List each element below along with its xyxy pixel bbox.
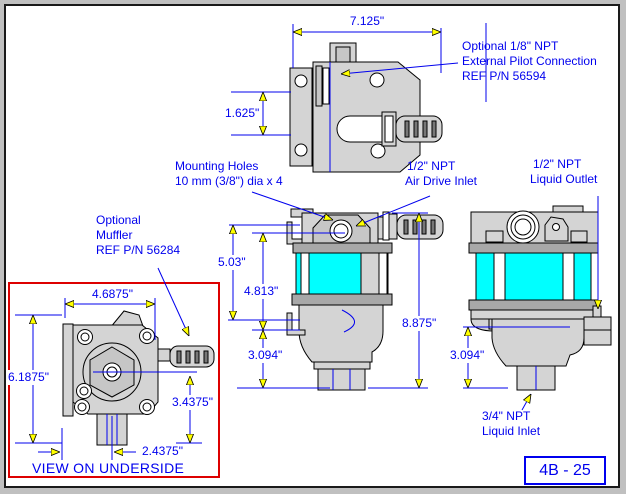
front-view-drawing bbox=[286, 208, 444, 391]
mounting-hole bbox=[294, 74, 308, 88]
liquid-inlet-hex bbox=[317, 368, 366, 391]
air-inlet-label-line2: Air Drive Inlet bbox=[405, 174, 478, 188]
tie-rod bbox=[378, 252, 388, 295]
mounting-flange bbox=[289, 67, 313, 167]
dim-top-height: 1.625" bbox=[224, 106, 261, 121]
tie-rod bbox=[493, 252, 506, 301]
muffler-note-line1: Optional bbox=[96, 213, 141, 227]
air-inlet-label-line1: 1/2" NPT bbox=[407, 159, 456, 173]
liquid-outlet-label-line2: Liquid Outlet bbox=[530, 172, 598, 186]
pilot-connection-port bbox=[315, 65, 323, 107]
liquid-outlet-port bbox=[583, 316, 612, 331]
dim-front-upper: 5.03" bbox=[217, 255, 247, 270]
tie-rod bbox=[562, 252, 575, 301]
dim-top-width: 7.125" bbox=[349, 14, 385, 28]
pilot-note-line3: REF P/N 56594 bbox=[462, 69, 547, 83]
dim-front-lower: 3.094" bbox=[247, 348, 284, 363]
underside-caption: VIEW ON UNDERSIDE bbox=[32, 460, 185, 476]
pump-lower-body bbox=[298, 304, 384, 363]
liquid-outlet-label-line1: 1/2" NPT bbox=[533, 157, 582, 171]
top-view-drawing bbox=[289, 42, 443, 173]
bolt-hole bbox=[370, 143, 386, 159]
muffler-note-line2: Muffler bbox=[96, 228, 133, 242]
pilot-note-line1: Optional 1/8" NPT bbox=[462, 39, 559, 53]
tie-rod bbox=[300, 252, 310, 295]
mounting-holes-leader bbox=[251, 191, 333, 220]
liquid-inlet-label-line2: Liquid Inlet bbox=[482, 424, 541, 438]
underside-view-drawing bbox=[62, 310, 215, 446]
mounting-flange bbox=[62, 323, 74, 417]
pump-lower-body bbox=[491, 318, 585, 367]
dim-front-mid: 4.813" bbox=[243, 284, 280, 299]
dimension-lines bbox=[15, 23, 598, 460]
air-inlet-leader bbox=[356, 195, 431, 227]
mounting-note-line1: Mounting Holes bbox=[175, 159, 259, 173]
dim-under-height: 6.1875" bbox=[7, 370, 50, 385]
liquid-inlet-label-line1: 3/4" NPT bbox=[482, 409, 531, 423]
dim-under-bottom: 2.4375" bbox=[141, 444, 184, 459]
page-reference-text: 4B - 25 bbox=[539, 461, 591, 479]
dim-under-width: 4.6875" bbox=[91, 287, 134, 302]
pilot-leader bbox=[341, 62, 459, 74]
side-view-drawing bbox=[468, 205, 612, 391]
liquid-inlet-leader bbox=[521, 394, 531, 411]
page-reference-badge: 4B - 25 bbox=[524, 456, 606, 485]
mounting-hole bbox=[294, 143, 308, 157]
dim-under-right: 3.4375" bbox=[171, 395, 214, 410]
dim-front-total: 8.875" bbox=[401, 316, 438, 331]
dim-side-lower: 3.094" bbox=[449, 348, 486, 363]
bolt-hole bbox=[369, 72, 385, 88]
mounting-note-line2: 10 mm (3/8") dia x 4 bbox=[175, 174, 283, 188]
muffler-leader bbox=[157, 267, 190, 336]
pilot-note-line2: External Pilot Connection bbox=[462, 54, 597, 68]
muffler-note-line3: REF P/N 56284 bbox=[96, 243, 181, 257]
